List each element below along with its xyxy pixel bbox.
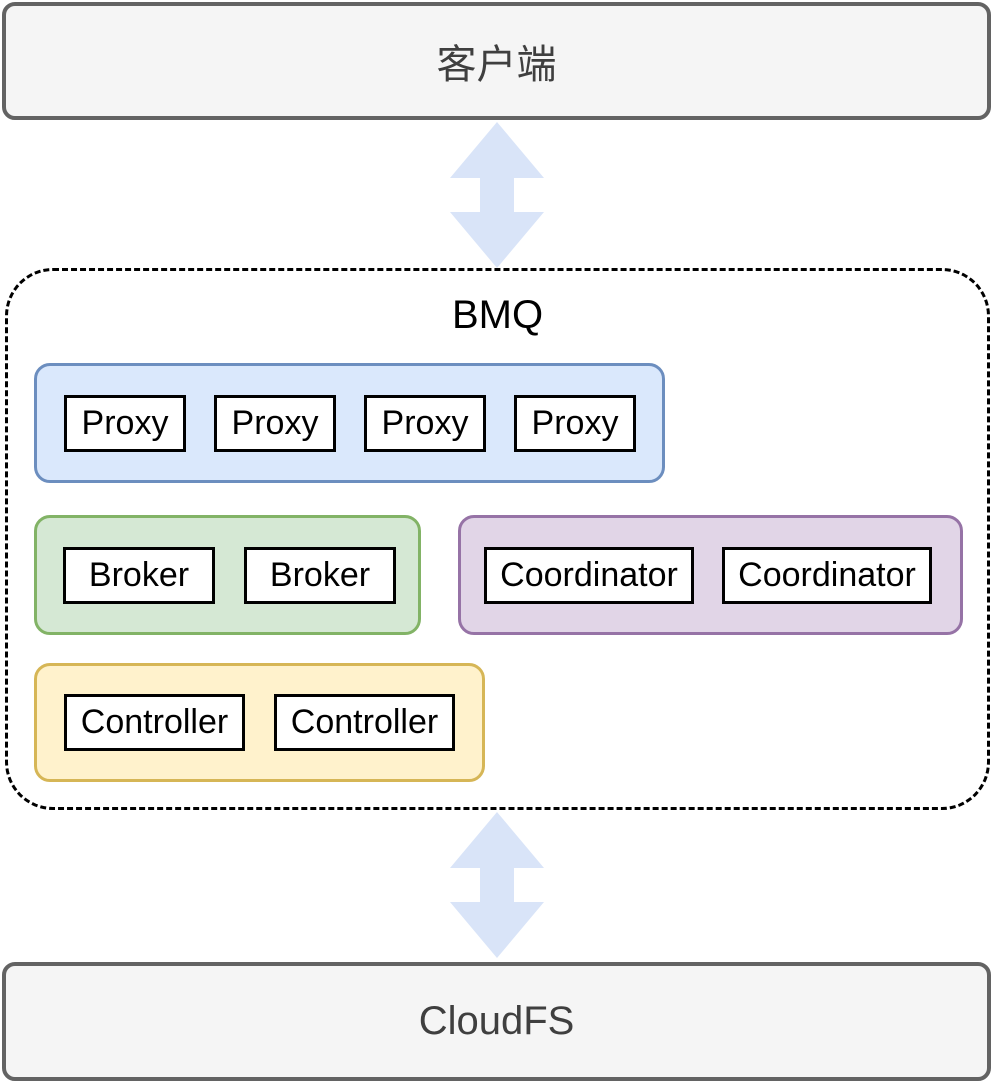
proxy-cluster: Proxy Proxy Proxy Proxy xyxy=(34,363,665,483)
broker-node: Broker xyxy=(63,546,215,604)
double-arrow-shape xyxy=(450,122,544,268)
proxy-node: Proxy xyxy=(514,394,636,452)
controller-cluster: Controller Controller xyxy=(34,663,485,782)
controller-node: Controller xyxy=(274,694,455,751)
coordinator-cluster: Coordinator Coordinator xyxy=(458,515,963,635)
cloudfs-label: CloudFS xyxy=(418,999,575,1043)
coordinator-node: Coordinator xyxy=(722,546,932,604)
double-arrow-shape xyxy=(450,812,544,958)
broker-cluster: Broker Broker xyxy=(34,515,421,635)
broker-node: Broker xyxy=(244,546,396,604)
client-bmq-bidirectional-arrow-icon xyxy=(450,122,544,268)
client-label: 客户端 xyxy=(436,43,557,87)
proxy-node: Proxy xyxy=(364,394,486,452)
cloudfs-box: CloudFS xyxy=(2,962,991,1081)
bmq-group-container: BMQ Proxy Proxy Proxy Proxy Broker Broke… xyxy=(5,268,990,810)
coordinator-node: Coordinator xyxy=(484,546,694,604)
client-box: 客户端 xyxy=(2,2,991,120)
proxy-node: Proxy xyxy=(214,394,336,452)
proxy-node: Proxy xyxy=(64,394,186,452)
bmq-cloudfs-bidirectional-arrow-icon xyxy=(450,812,544,958)
controller-node: Controller xyxy=(64,694,245,751)
bmq-group-label: BMQ xyxy=(451,293,544,337)
